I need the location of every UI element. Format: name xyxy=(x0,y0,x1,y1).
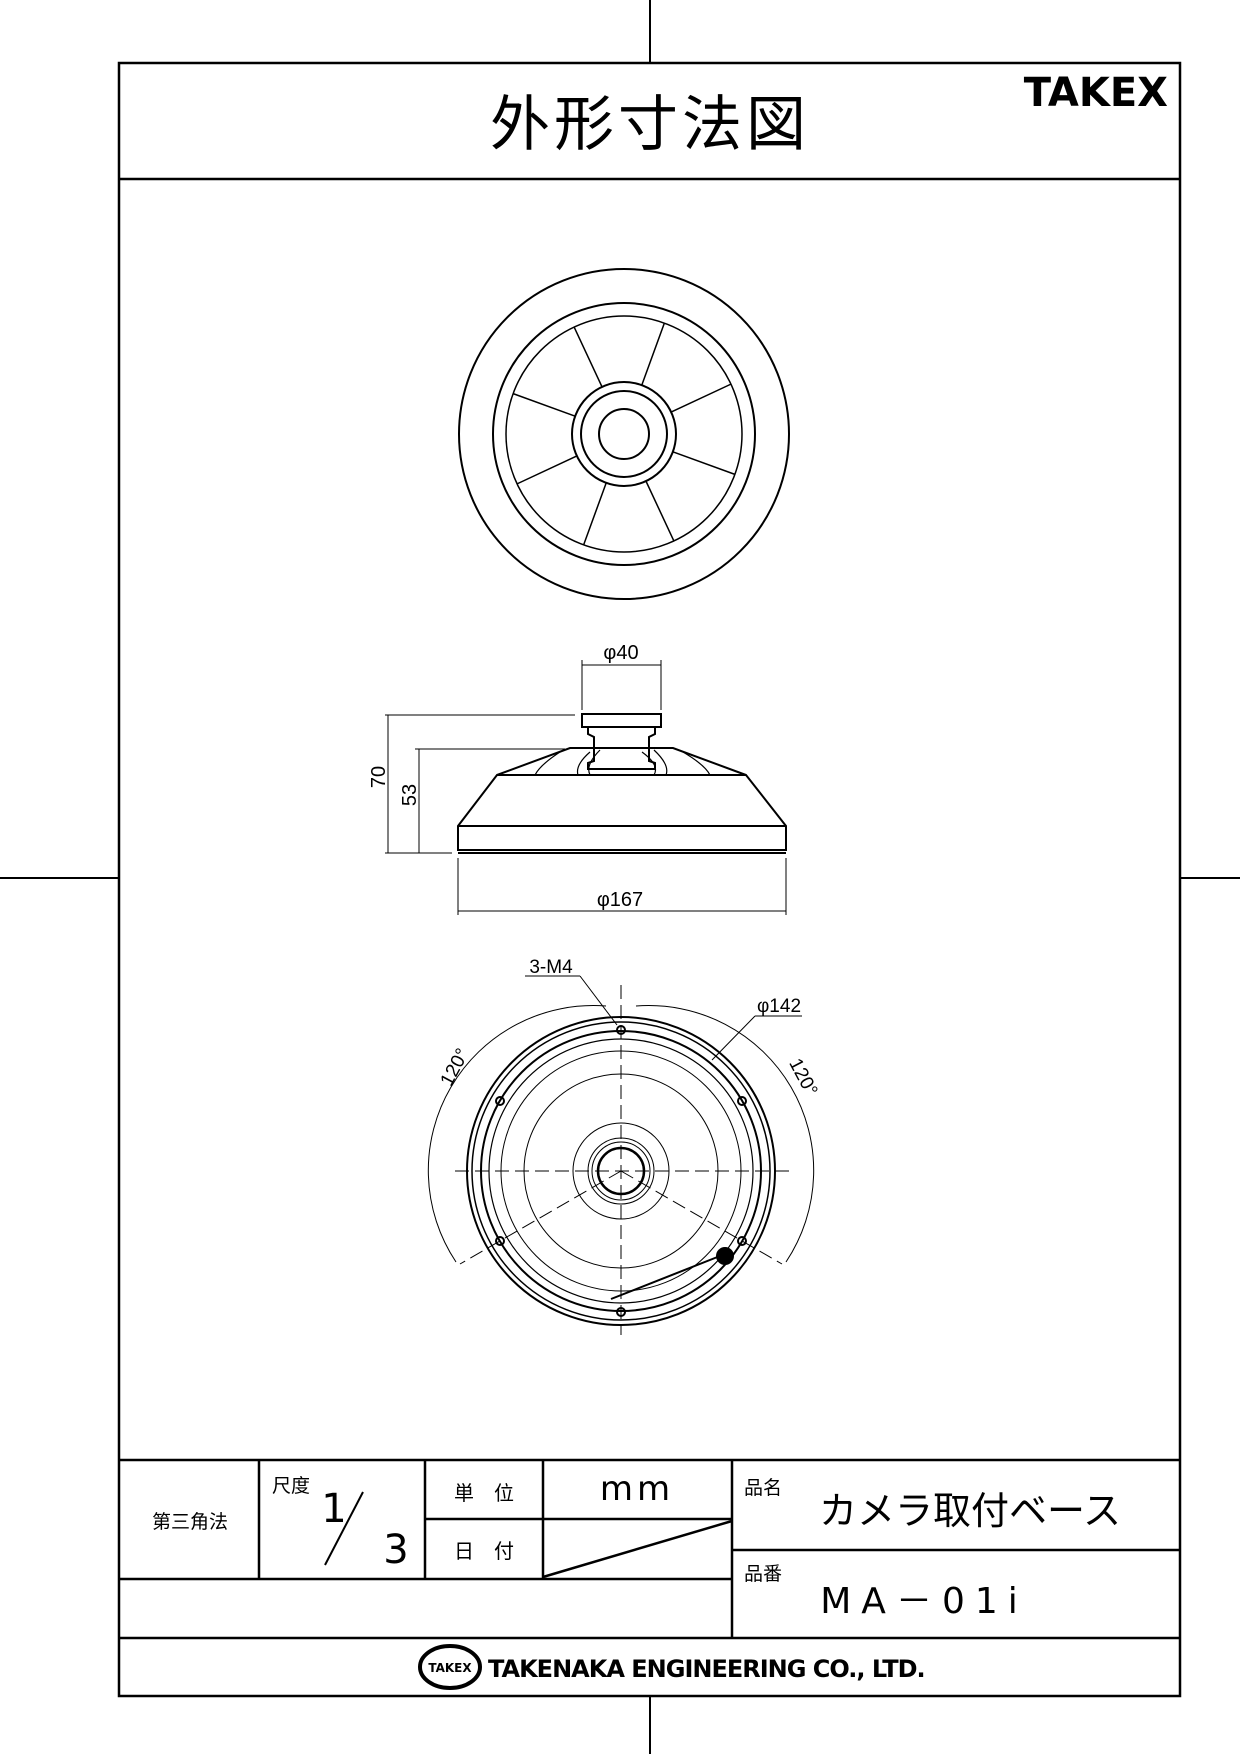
dim-angle-left: 120° xyxy=(437,1045,474,1090)
dim-screw: 3-M4 xyxy=(529,957,573,978)
scale-denominator: 3 xyxy=(383,1527,408,1573)
projection-method: 第三角法 xyxy=(152,1511,228,1533)
date-label: 日 付 xyxy=(454,1539,514,1563)
dim-top-diameter: φ40 xyxy=(603,642,638,664)
angle-arc-left xyxy=(427,1005,607,1263)
title-block-grid xyxy=(119,1458,1180,1640)
rib-group xyxy=(512,322,736,546)
unit-label: 単 位 xyxy=(454,1481,514,1505)
rib-line xyxy=(645,480,675,542)
dim-body-height: 53 xyxy=(399,784,421,806)
wire-lead xyxy=(610,1255,721,1300)
sheet-border xyxy=(117,61,1182,1698)
top-view xyxy=(458,268,790,600)
company-logo-text: TAKEX xyxy=(428,1661,472,1675)
center-lines xyxy=(455,985,790,1335)
dim-base-diameter: φ167 xyxy=(597,889,643,911)
side-dimension-lines xyxy=(385,660,787,915)
angle-arc-right xyxy=(635,1005,815,1263)
rib-line xyxy=(512,392,576,417)
dim-pcd: φ142 xyxy=(757,996,801,1017)
product-name-label: 品名 xyxy=(744,1477,782,1499)
product-code-label: 品番 xyxy=(744,1563,782,1585)
scale-label: 尺度 xyxy=(272,1475,310,1497)
brand-logo: TAKEX xyxy=(1024,70,1168,116)
rib-line xyxy=(573,326,603,388)
bottom-view xyxy=(427,975,815,1335)
rib-line xyxy=(516,455,578,485)
unit-value: mm xyxy=(600,1469,674,1509)
screw-holes xyxy=(495,1025,747,1317)
side-view xyxy=(457,713,787,854)
product-name: カメラ取付ベース xyxy=(819,1489,1121,1533)
dim-angle-right: 120° xyxy=(784,1055,821,1100)
product-code: MA－01i xyxy=(820,1581,1028,1622)
rib-line xyxy=(641,322,666,386)
rib-line xyxy=(670,383,732,413)
company-logo: TAKEX xyxy=(418,1644,482,1690)
wire-connector xyxy=(716,1247,734,1265)
rib-line xyxy=(582,482,607,546)
company-name: TAKENAKA ENGINEERING CO., LTD. xyxy=(488,1655,925,1683)
sheet-title: 外形寸法図 xyxy=(490,90,810,160)
dim-total-height: 70 xyxy=(368,766,390,788)
scale-numerator: 1 xyxy=(321,1486,346,1532)
rib-line xyxy=(672,451,736,476)
